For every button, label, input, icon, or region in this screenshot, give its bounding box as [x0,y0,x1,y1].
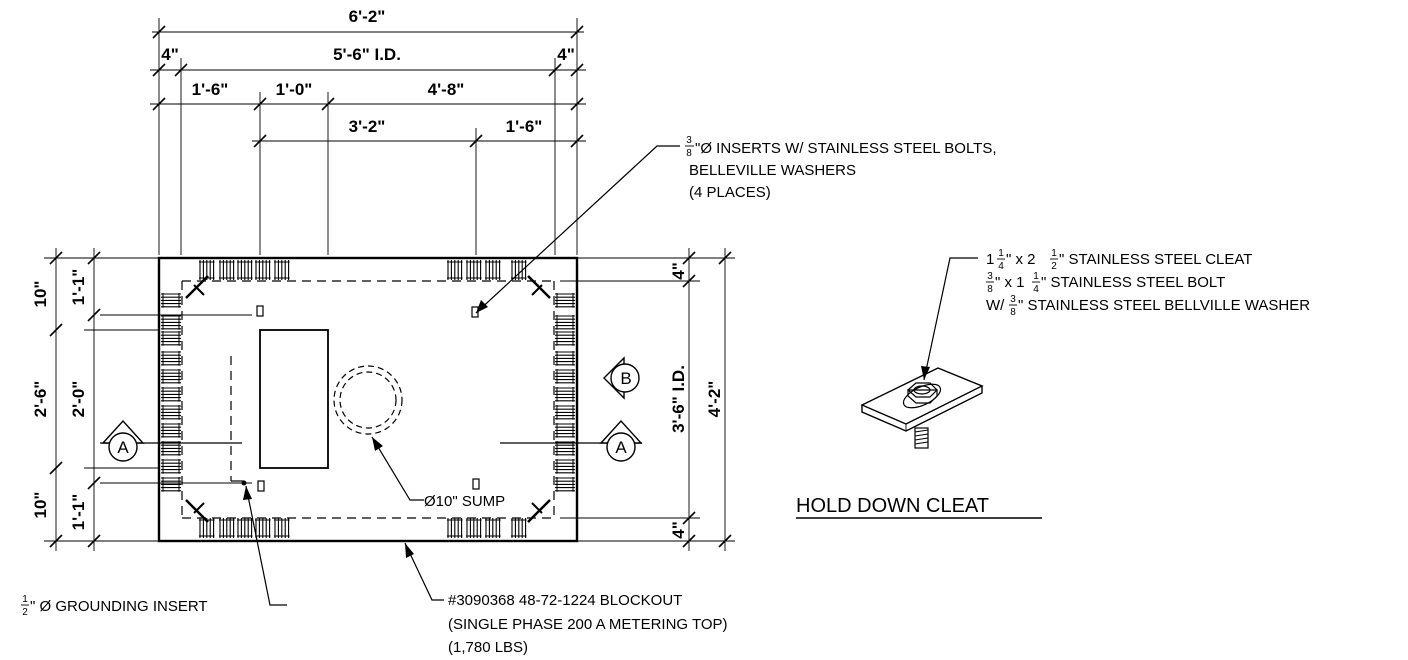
corner-cleat-tl [185,275,209,299]
blockout-line2: (SINGLE PHASE 200 A METERING TOP) [448,616,728,633]
blockout-line3: (1,780 LBS) [448,639,528,656]
svg-text:1: 1 [1033,271,1039,282]
inserts-note-line1: "Ø INSERTS W/ STAINLESS STEEL BOLTS, [695,140,997,157]
dim-wall-right: 4" [557,45,575,64]
cleat-note: 1 1 4 " x 2 1 2 " STAINLESS STEEL CLEAT … [921,248,1310,381]
svg-text:3: 3 [686,135,692,146]
dim-right-overall: 4'-2" [705,381,724,418]
svg-text:3: 3 [987,271,993,282]
svg-text:" x 1: " x 1 [995,274,1025,291]
section-marker-b: B [603,356,640,400]
sump-label: Ø10" SUMP [424,493,505,510]
inserts-note-line3: (4 PLACES) [689,184,771,201]
sump [333,365,403,435]
sump-note: Ø10" SUMP [371,436,505,510]
dim-left-2-6: 2'-6" [31,381,50,418]
dim-right-4-bot: 4" [669,521,688,539]
dim-left-10-bot: 10" [31,492,50,519]
svg-text:2: 2 [1051,261,1057,272]
svg-text:3: 3 [1010,294,1016,305]
svg-text:A: A [615,438,627,457]
svg-text:" STAINLESS STEEL BOLT: " STAINLESS STEEL BOLT [1041,274,1225,291]
dim-4-8: 4'-8" [428,80,465,99]
section-marker-a-left: A [100,419,242,462]
knockouts [161,260,575,538]
svg-text:" STAINLESS STEEL BELLVILLE WA: " STAINLESS STEEL BELLVILLE WASHER [1018,297,1310,314]
dim-left-10-top: 10" [31,281,50,308]
inserts-note: 3 8 "Ø INSERTS W/ STAINLESS STEEL BOLTS,… [475,135,997,314]
svg-text:W/: W/ [986,297,1005,314]
dim-right-4-top: 4" [669,262,688,280]
vault-outer-wall [157,256,579,543]
svg-text:" x 2: " x 2 [1006,251,1036,268]
svg-text:" STAINLESS STEEL CLEAT: " STAINLESS STEEL CLEAT [1059,251,1252,268]
dim-right-id: 3'-6" I.D. [669,365,688,433]
dim-1-6-a: 1'-6" [192,80,229,99]
svg-text:4: 4 [1033,284,1039,295]
inserts-note-line2: BELLEVILLE WASHERS [689,162,856,179]
svg-text:1: 1 [986,251,994,268]
top-dimensions: 6'-2" 4" 5'-6" I.D. 4" 1'-6" 1'-0" 4'-8"… [150,7,586,255]
dim-left-2-0: 2'-0" [69,381,88,418]
grounding-note: 1 2 " Ø GROUNDING INSERT [21,485,287,618]
dim-3-2: 3'-2" [349,117,386,136]
svg-text:A: A [117,438,129,457]
insert-1 [256,305,264,317]
vault-plan [157,256,579,543]
detail-title: HOLD DOWN CLEAT [796,495,1042,519]
svg-text:8: 8 [1010,307,1016,318]
dim-overall-width: 6'-2" [349,7,386,26]
detail-title-text: HOLD DOWN CLEAT [796,495,989,517]
insert-4 [472,478,480,490]
cleat-illustration [860,367,984,449]
dim-left-1-1-bot: 1'-1" [69,494,88,531]
corner-cleat-tr [527,275,551,299]
blockout-opening [259,329,329,469]
svg-text:4: 4 [998,261,1004,272]
svg-text:2: 2 [22,607,28,618]
corner-cleat-br [527,499,551,523]
dim-1-0: 1'-0" [276,80,313,99]
svg-text:8: 8 [686,148,692,159]
blockout-line1: #3090368 48-72-1224 BLOCKOUT [448,592,682,609]
svg-text:B: B [620,369,631,388]
section-marker-a-right: A [500,419,643,462]
grounding-label: " Ø GROUNDING INSERT [30,598,208,615]
dim-inner-width: 5'-6" I.D. [333,45,401,64]
dim-wall-left: 4" [161,45,179,64]
svg-text:1: 1 [1051,248,1057,259]
dim-left-1-1-top: 1'-1" [69,269,88,306]
blockout-note: #3090368 48-72-1224 BLOCKOUT (SINGLE PHA… [404,542,728,656]
dim-1-6-b: 1'-6" [506,117,543,136]
left-dimensions: 10" 2'-6" 10" 1'-1" 2'-0" 1'-1" [31,248,252,551]
right-dimensions: 4" 3'-6" I.D. 4" 4'-2" [560,248,735,551]
insert-3 [257,480,265,492]
svg-text:1: 1 [22,594,28,605]
svg-text:1: 1 [998,248,1004,259]
svg-text:8: 8 [987,284,993,295]
corner-cleat-bl [185,499,209,523]
